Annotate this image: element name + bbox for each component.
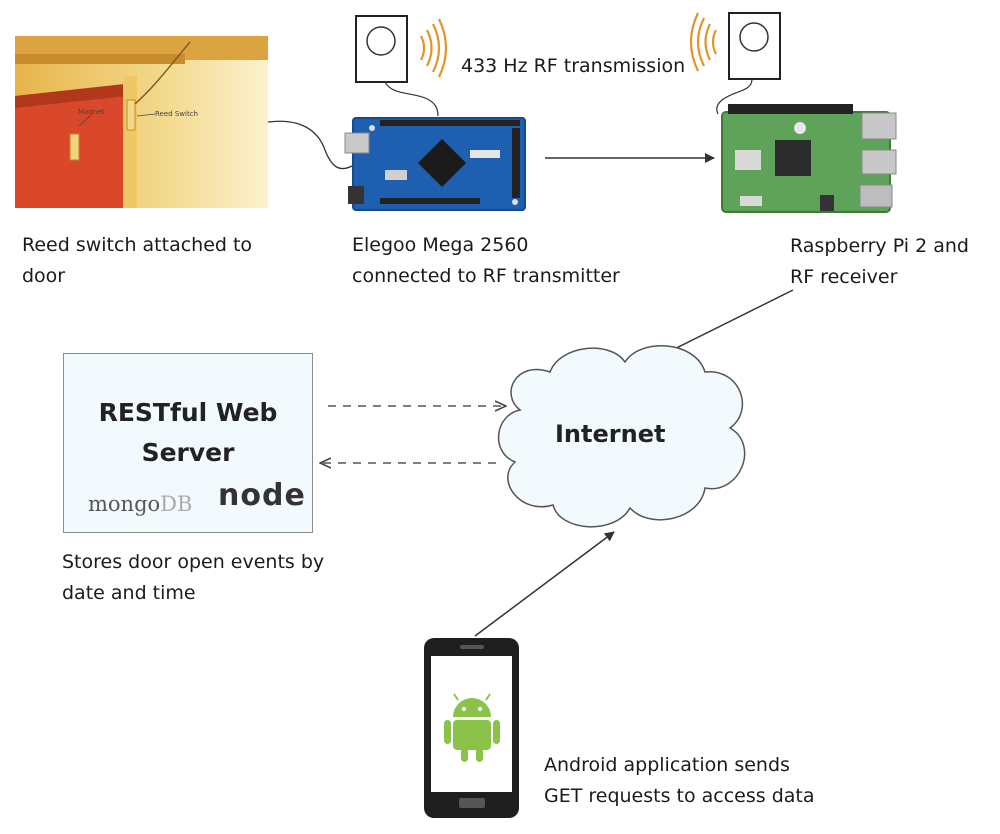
mongo-word: mongo xyxy=(88,492,161,516)
rpi-caption-line2: RF receiver xyxy=(790,266,898,288)
server-title-line1: RESTful Web xyxy=(98,398,278,427)
reed-switch-caption: Reed switch attached to door xyxy=(22,230,252,292)
receiver-wire xyxy=(716,78,753,115)
android-robot-icon xyxy=(444,693,500,762)
reed-caption-line1: Reed switch attached to xyxy=(22,234,253,256)
rpi-caption: Raspberry Pi 2 and RF receiver xyxy=(790,231,969,293)
internet-label: Internet xyxy=(555,420,666,448)
rf-transmission-label: 433 Hz RF transmission xyxy=(461,55,686,77)
android-caption: Android application sends GET requests t… xyxy=(544,750,815,812)
stores-caption: Stores door open events by date and time xyxy=(62,547,324,609)
node-logo-text: node xyxy=(218,478,306,513)
magnet-photo-label: Magnet xyxy=(78,108,105,116)
raspberry-pi-board xyxy=(721,104,897,213)
restful-server-box: RESTful Web Server xyxy=(63,353,313,533)
receiver-wave-icon xyxy=(689,12,717,72)
stores-caption-line1: Stores door open events by xyxy=(62,551,325,573)
db-word: DB xyxy=(160,492,193,516)
transmitter-wave-icon xyxy=(420,18,448,78)
reed-caption-line2: door xyxy=(22,265,66,287)
rf-receiver-module xyxy=(728,12,781,80)
android-caption-line2: GET requests to access data xyxy=(544,785,815,807)
elegoo-caption-line2: connected to RF transmitter xyxy=(352,265,620,287)
stores-caption-line2: date and time xyxy=(62,582,196,604)
server-title-line2: Server xyxy=(141,438,235,467)
android-caption-line1: Android application sends xyxy=(544,754,790,776)
elegoo-caption: Elegoo Mega 2560 connected to RF transmi… xyxy=(352,230,620,292)
reed-switch-photo-label: Reed Switch xyxy=(155,110,198,118)
internet-cloud xyxy=(498,345,746,528)
elegoo-caption-line1: Elegoo Mega 2560 xyxy=(352,234,529,256)
phone-to-internet-arrow xyxy=(474,531,615,637)
arduino-mega-board xyxy=(344,117,526,211)
transmitter-wire xyxy=(384,81,439,117)
door-to-arduino-wire xyxy=(267,120,353,170)
mongodb-logo-text: mongoDB xyxy=(88,492,192,516)
door-photo: Magnet Reed Switch xyxy=(15,36,268,208)
rpi-caption-line1: Raspberry Pi 2 and xyxy=(790,235,969,257)
rf-transmitter-module xyxy=(355,15,408,83)
